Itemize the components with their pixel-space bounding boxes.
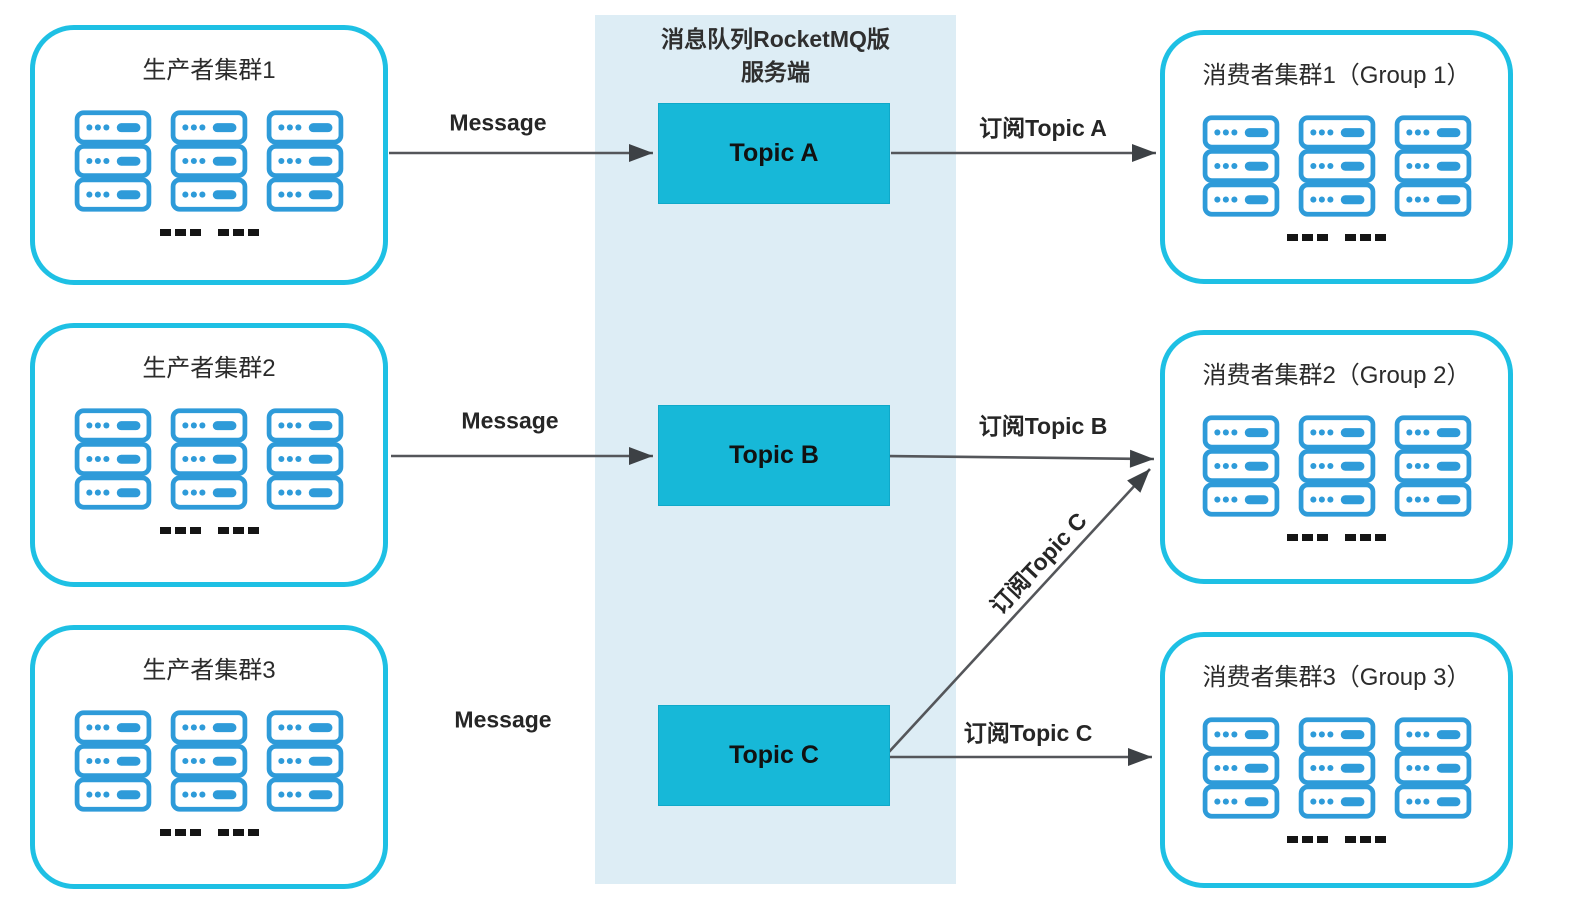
server-band-title: 消息队列RocketMQ版 服务端 — [595, 23, 956, 90]
producer-cluster-3: 生产者集群3 — [30, 625, 388, 889]
server-group — [1201, 716, 1473, 820]
server-rack-icon — [73, 407, 153, 511]
topic-c-label: Topic C — [729, 741, 819, 769]
message-label-3: Message — [454, 706, 552, 733]
server-rack-icon — [169, 109, 249, 213]
producer-cluster-3-title: 生产者集群3 — [142, 657, 276, 684]
subscribe-topic-b-label: 订阅Topic B — [978, 413, 1108, 439]
server-group — [73, 407, 345, 511]
more-servers-dots — [1287, 234, 1386, 241]
topic-a-box: Topic A — [658, 103, 890, 204]
message-label-2: Message — [461, 407, 559, 434]
server-rack-icon — [73, 109, 153, 213]
more-servers-dots — [1287, 534, 1386, 541]
server-rack-icon — [1297, 716, 1377, 820]
server-rack-icon — [1393, 414, 1473, 518]
producer-cluster-1: 生产者集群1 — [30, 25, 388, 285]
topic-b-box: Topic B — [658, 405, 890, 506]
subscribe-topic-a-label: 订阅Topic A — [979, 115, 1107, 141]
topic-b-label: Topic B — [729, 441, 819, 469]
subscribe-topic-c-to-group2-label: 订阅Topic C — [985, 507, 1092, 620]
server-group — [1201, 414, 1473, 518]
server-rack-icon — [1201, 114, 1281, 218]
server-group — [73, 109, 345, 213]
consumer-cluster-1-title: 消费者集群1（Group 1） — [1202, 62, 1471, 89]
producer-cluster-2-title: 生产者集群2 — [142, 355, 276, 382]
consumer-cluster-2: 消费者集群2（Group 2） — [1160, 330, 1513, 584]
more-servers-dots — [159, 229, 259, 236]
topic-a-label: Topic A — [729, 139, 819, 167]
consumer-cluster-1: 消费者集群1（Group 1） — [1160, 30, 1513, 284]
server-rack-icon — [1393, 716, 1473, 820]
server-rack-icon — [1297, 414, 1377, 518]
consumer-cluster-2-title: 消费者集群2（Group 2） — [1202, 362, 1471, 389]
server-rack-icon — [169, 407, 249, 511]
server-group — [1201, 114, 1473, 218]
server-rack-icon — [1201, 716, 1281, 820]
more-servers-dots — [159, 527, 259, 534]
server-rack-icon — [169, 709, 249, 813]
server-group — [73, 709, 345, 813]
server-rack-icon — [1393, 114, 1473, 218]
server-rack-icon — [1201, 414, 1281, 518]
server-rack-icon — [265, 709, 345, 813]
producer-cluster-2: 生产者集群2 — [30, 323, 388, 587]
server-rack-icon — [1297, 114, 1377, 218]
topic-c-box: Topic C — [658, 705, 890, 806]
subscribe-topic-c-to-group3-label: 订阅Topic C — [963, 720, 1093, 746]
consumer-cluster-3: 消费者集群3（Group 3） — [1160, 632, 1513, 888]
more-servers-dots — [159, 829, 259, 836]
more-servers-dots — [1287, 836, 1386, 843]
server-band-title-line1: 消息队列RocketMQ版 — [661, 26, 890, 52]
server-rack-icon — [265, 109, 345, 213]
producer-cluster-1-title: 生产者集群1 — [142, 57, 276, 84]
server-rack-icon — [265, 407, 345, 511]
consumer-cluster-3-title: 消费者集群3（Group 3） — [1202, 664, 1471, 691]
server-band-title-line2: 服务端 — [741, 59, 810, 86]
server-rack-icon — [73, 709, 153, 813]
message-label-1: Message — [449, 109, 547, 136]
